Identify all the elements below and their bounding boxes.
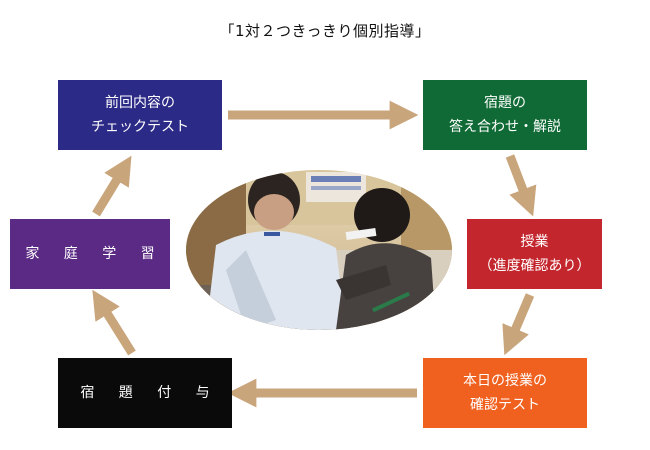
arrow-review-to-lesson [505,154,537,217]
step-homework-line-1: 宿 題 付 与 [80,385,220,401]
arrow-lesson-to-today [502,293,535,356]
step-lesson-line-2: （進度確認あり） [478,258,591,274]
step-lesson-line-1: 授業 [520,234,549,250]
diagram-title: 「1対２つきっきり個別指導」 [219,22,431,40]
step-review-line-2: 答え合わせ・解説 [449,119,561,135]
step-homework-review: 宿題の 答え合わせ・解説 [423,80,587,150]
step-home-study: 家 庭 学 習 [10,219,170,289]
step-today-line-1: 本日の授業の [463,373,547,389]
step-check-line-1: 前回内容の [105,95,175,111]
step-assign-homework: 宿 題 付 与 [58,358,232,428]
step-today-test: 本日の授業の 確認テスト [423,358,587,428]
arrow-homework-to-study [92,289,136,356]
step-study-line-1: 家 庭 学 習 [25,246,165,262]
step-lesson: 授業 （進度確認あり） [467,219,602,289]
step-review-line-1: 宿題の [484,95,526,111]
tutor-and-student-photo [186,170,452,330]
arrow-study-to-check [92,155,132,217]
step-today-line-2: 確認テスト [470,397,540,413]
step-check-test: 前回内容の チェックテスト [58,80,222,150]
step-check-line-2: チェックテスト [91,119,189,135]
